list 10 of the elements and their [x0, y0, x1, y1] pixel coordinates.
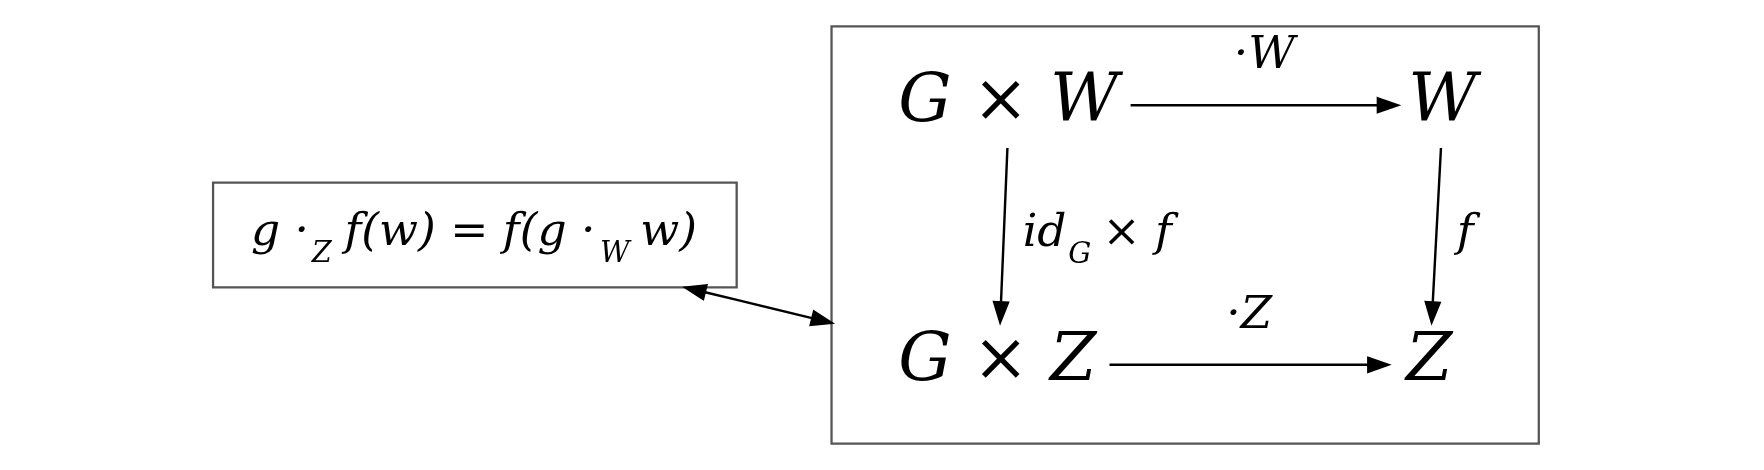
arrow	[1424, 147, 1443, 326]
edge-label: ·Z	[1226, 285, 1273, 339]
node-text: G × Z	[898, 318, 1097, 397]
arrow	[1130, 96, 1402, 114]
node-box: g ·$_{Z}$ f(w) = f(g ·$_{W}$ w)	[211, 181, 738, 289]
arrow	[682, 284, 836, 327]
cluster	[830, 25, 1540, 445]
arrow	[992, 147, 1010, 326]
node-text: Z	[1405, 318, 1453, 397]
arrow	[1109, 356, 1392, 374]
